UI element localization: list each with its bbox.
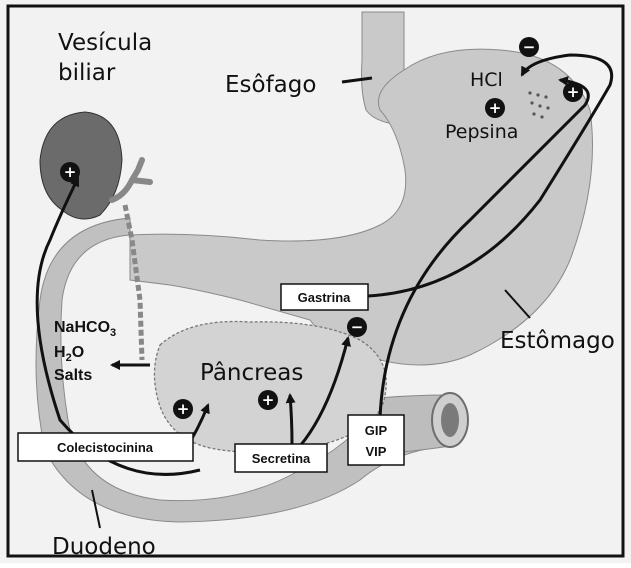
svg-text:−: − (351, 318, 364, 336)
hcl-minus-marker: − (519, 37, 539, 57)
gallbladder-label-line1: Vesícula (58, 30, 152, 56)
svg-text:+: + (177, 400, 190, 418)
vip-label: VIP (366, 444, 387, 459)
cholecystokinin-label: Colecistocinina (57, 440, 154, 455)
hcl-plus-marker: + (563, 82, 583, 102)
stomach-minus-marker: − (347, 317, 367, 337)
gallbladder-plus-marker: + (60, 162, 80, 182)
pepsin-label: Pepsina (445, 121, 518, 143)
pepsin-plus-marker: + (485, 98, 505, 118)
salts-label: Salts (54, 367, 92, 384)
pancreas-plus-marker-cck: + (173, 399, 193, 419)
gastrin-box: Gastrina (281, 284, 368, 310)
gallbladder-label-line2: biliar (58, 60, 116, 86)
gastrin-label: Gastrina (298, 290, 352, 305)
hcl-label: HCl (470, 69, 503, 91)
pancreas-label: Pâncreas (200, 360, 303, 386)
svg-text:−: − (523, 38, 536, 56)
duodenum-label: Duodeno (52, 534, 156, 560)
secretin-label: Secretina (252, 451, 311, 466)
pancreas-plus-marker-secretin: + (258, 390, 278, 410)
svg-text:+: + (489, 99, 502, 117)
stomach-label: Estômago (500, 328, 615, 354)
svg-text:+: + (262, 391, 275, 409)
esophagus-label: Esôfago (225, 72, 316, 98)
intestine-lumen (441, 403, 459, 437)
svg-text:+: + (64, 163, 77, 181)
gip-label: GIP (365, 423, 388, 438)
secretin-box: Secretina (235, 444, 327, 472)
svg-text:+: + (567, 83, 580, 101)
cholecystokinin-box: Colecistocinina (18, 433, 193, 461)
gip-vip-box: GIP VIP (348, 415, 404, 465)
